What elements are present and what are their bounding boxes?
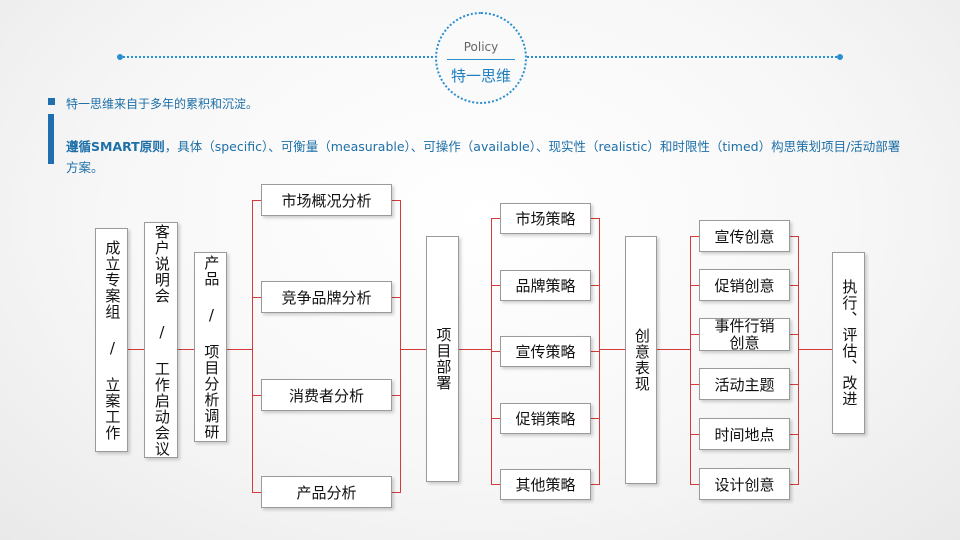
intro-bold-text: 遵循SMART原则 [66, 139, 165, 154]
connector-line [790, 236, 799, 237]
header-line-right-dot [837, 54, 843, 60]
connector-line [599, 349, 625, 350]
analysis-item-market: 市场概况分析 [261, 184, 392, 216]
connector-line [690, 334, 699, 335]
connector-line [252, 297, 261, 298]
connector-line [392, 395, 401, 396]
connector-line [690, 285, 699, 286]
creative-item-design: 设计创意 [699, 468, 790, 500]
creative-item-publicity: 宣传创意 [699, 220, 790, 252]
connector-line [690, 484, 699, 485]
analysis-item-label: 竞争品牌分析 [281, 288, 372, 307]
connector-line [591, 218, 600, 219]
strategy-item-label: 市场策略 [515, 210, 576, 228]
creative-item-label: 时间地点 [714, 425, 775, 444]
connector-line [591, 484, 600, 485]
step-creative-label: 创意表现 [632, 328, 651, 392]
step-kickoff-label: 客户说明会 / 工作启动会议 [152, 223, 171, 457]
analysis-item-label: 市场概况分析 [281, 191, 372, 210]
connector-line [178, 349, 194, 350]
intro-paragraph: 遵循SMART原则，具体（specific）、可衡量（measurable）、可… [66, 136, 906, 178]
step-setup-box: 成立专案组 / 立案工作 [95, 228, 128, 452]
bracket-creative-right [798, 236, 799, 485]
analysis-item-label: 产品分析 [296, 483, 357, 502]
bracket-analysis-right [400, 200, 401, 493]
connector-line [392, 297, 401, 298]
strategy-item-market: 市场策略 [500, 203, 591, 234]
analysis-item-label: 消费者分析 [288, 386, 364, 405]
connector-line [690, 384, 699, 385]
strategy-item-promotion: 促销策略 [500, 403, 591, 434]
strategy-item-brand: 品牌策略 [500, 270, 591, 301]
strategy-item-other: 其他策略 [500, 469, 591, 500]
connector-line [128, 349, 144, 350]
strategy-item-label: 其他策略 [515, 476, 576, 494]
step-kickoff-box: 客户说明会 / 工作启动会议 [144, 222, 178, 458]
connector-line [392, 200, 401, 201]
step-research-box: 产品 / 项目分析调研 [194, 252, 227, 442]
header-english-title: Policy [463, 40, 499, 54]
connector-line [657, 349, 691, 350]
connector-line [790, 484, 799, 485]
step-setup-label: 成立专案组 / 立案工作 [103, 239, 122, 441]
connector-line [690, 236, 699, 237]
connector-line [591, 351, 600, 352]
header-line-left-dot [117, 54, 123, 60]
connector-line [491, 285, 500, 286]
connector-line [491, 418, 500, 419]
creative-item-label: 设计创意 [714, 475, 775, 494]
creative-item-theme: 活动主题 [699, 368, 790, 400]
step-creative-box: 创意表现 [625, 236, 657, 484]
connector-line [400, 349, 426, 350]
strategy-item-label: 促销策略 [515, 410, 576, 428]
connector-line [491, 218, 500, 219]
connector-line [252, 492, 261, 493]
creative-item-label: 活动主题 [714, 375, 775, 394]
step-research-label: 产品 / 项目分析调研 [202, 254, 221, 440]
header-chinese-title: 特一思维 [450, 67, 511, 85]
step-execute-label: 执行、评估、改进 [840, 279, 859, 407]
connector-line [591, 418, 600, 419]
connector-line [690, 434, 699, 435]
intro-rest-text: ，具体（specific）、可衡量（measurable）、可操作（availa… [66, 139, 901, 175]
connector-line [790, 434, 799, 435]
analysis-item-competitor: 竞争品牌分析 [261, 281, 392, 313]
connector-line [459, 349, 491, 350]
creative-item-promotion: 促销创意 [699, 269, 790, 301]
connector-line [392, 492, 401, 493]
creative-item-label: 促销创意 [714, 276, 775, 295]
step-execute-box: 执行、评估、改进 [832, 252, 865, 434]
step-deploy-label: 项目部署 [434, 327, 453, 391]
creative-item-label: 事件行销创意 [714, 316, 775, 352]
header-badge: Policy 特一思维 [435, 12, 527, 104]
connector-line [798, 349, 832, 350]
bracket-analysis-left [252, 200, 253, 493]
strategy-item-label: 品牌策略 [515, 277, 576, 295]
strategy-item-publicity: 宣传策略 [500, 336, 591, 367]
intro-line: 特一思维来自于多年的累积和沉淀。 [66, 97, 259, 111]
analysis-item-consumer: 消费者分析 [261, 379, 392, 411]
connector-line [790, 285, 799, 286]
connector-line [252, 200, 261, 201]
accent-bar [48, 114, 54, 164]
strategy-item-label: 宣传策略 [515, 343, 576, 361]
connector-line [252, 395, 261, 396]
connector-line [790, 334, 799, 335]
bracket-creative-left [690, 236, 691, 485]
step-deploy-box: 项目部署 [426, 236, 459, 482]
connector-line [491, 351, 500, 352]
header-divider [447, 59, 515, 60]
creative-item-label: 宣传创意 [714, 227, 775, 246]
creative-item-event: 事件行销创意 [699, 316, 790, 352]
analysis-item-product: 产品分析 [261, 476, 392, 508]
creative-item-time-place: 时间地点 [699, 418, 790, 450]
connector-line [491, 484, 500, 485]
connector-line [227, 349, 253, 350]
bullet-square-icon [48, 98, 55, 105]
connector-line [591, 285, 600, 286]
connector-line [790, 384, 799, 385]
